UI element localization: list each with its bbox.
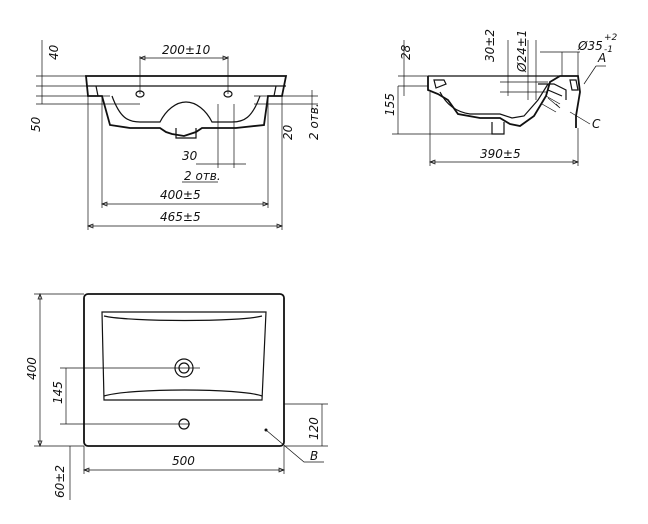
dim-side-30: 30±2 bbox=[483, 29, 497, 62]
dim-width-400: 400±5 bbox=[160, 188, 201, 202]
dim-side-28: 28 bbox=[399, 44, 413, 60]
side-dimensions: 28 155 30±2 Ø24±1 Ø35 +2 -1 A C 390±5 bbox=[383, 29, 618, 166]
dim-side-35-tol-lower: -1 bbox=[604, 45, 613, 55]
dim-width-30: 30 bbox=[182, 149, 198, 163]
dim-width-465: 465±5 bbox=[160, 210, 201, 224]
plan-view bbox=[83, 293, 324, 463]
label-c: C bbox=[592, 117, 601, 131]
front-view bbox=[85, 75, 288, 139]
dim-plan-400: 400 bbox=[25, 357, 39, 380]
front-dimensions: 200±10 40 50 30 2 отв. 20 2 отв. 400±5 bbox=[29, 40, 321, 230]
label-a: A bbox=[597, 51, 606, 65]
dim-side-35: Ø35 bbox=[577, 39, 603, 53]
dim-height-50: 50 bbox=[29, 116, 43, 132]
dim-side-155: 155 bbox=[383, 93, 397, 116]
dim-plan-500: 500 bbox=[172, 454, 195, 468]
side-view bbox=[427, 65, 606, 135]
dim-plan-120: 120 bbox=[307, 417, 321, 440]
dim-hole-spacing: 200±10 bbox=[162, 43, 211, 57]
dim-plan-145: 145 bbox=[51, 381, 65, 404]
plan-dimensions: 400 145 120 500 60±2 B bbox=[25, 293, 328, 500]
dim-side-35-tol-upper: +2 bbox=[604, 33, 618, 43]
dim-depth-40: 40 bbox=[47, 44, 61, 60]
dim-holes-left: 2 отв. bbox=[184, 169, 221, 183]
dim-side-24: Ø24±1 bbox=[515, 30, 529, 73]
label-b: B bbox=[310, 449, 318, 463]
dim-holes-right: 2 отв. bbox=[307, 103, 321, 140]
dim-depth-20: 20 bbox=[281, 124, 295, 140]
dim-side-390: 390±5 bbox=[480, 147, 521, 161]
dim-plan-60: 60±2 bbox=[53, 465, 67, 498]
